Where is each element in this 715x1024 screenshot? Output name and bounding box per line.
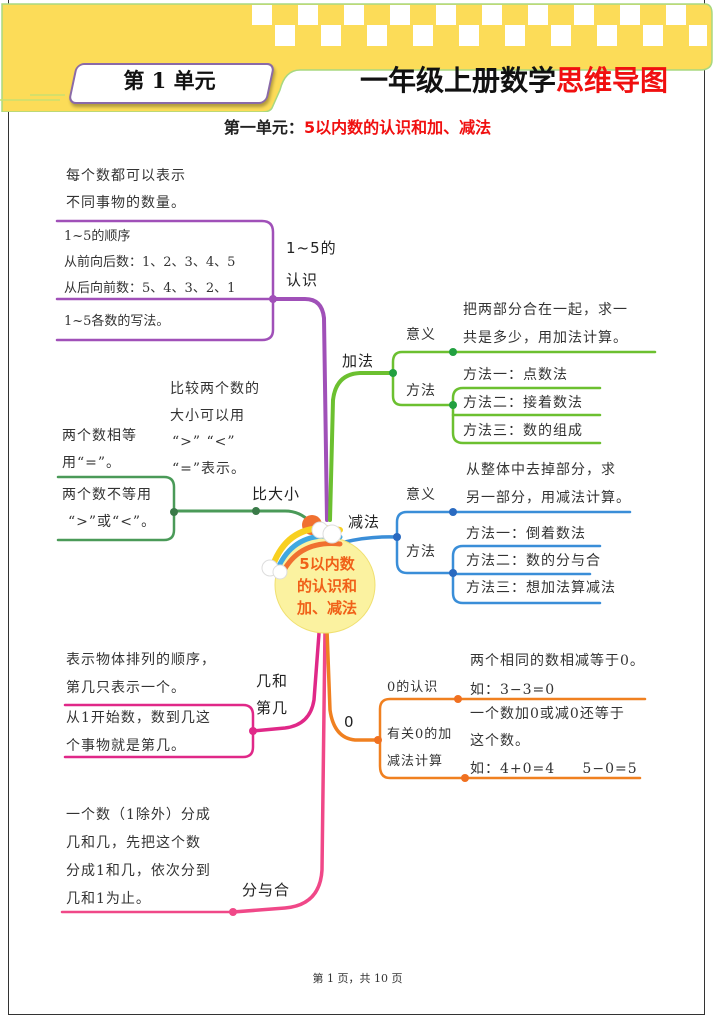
subtraction-meaning-label: 意义 bbox=[406, 487, 436, 503]
branch-label-ordinal: 几和 bbox=[256, 672, 289, 690]
title-black: 一年级上册数学 bbox=[360, 64, 557, 97]
center-topic: 5以内数 的认识和 加、减法 bbox=[272, 553, 382, 619]
ordinal-item: 个事物就是第几。 bbox=[66, 738, 186, 754]
title-red: 思维导图 bbox=[556, 64, 669, 97]
ordinal-item: 第几只表示一个。 bbox=[66, 680, 186, 696]
subtitle-red: 5以内数的认识和加、减法 bbox=[303, 118, 492, 137]
split-item: 几和1为止。 bbox=[66, 891, 151, 907]
zero-calc: 这个数。 bbox=[470, 733, 530, 749]
ordinal-item: 从1开始数，数到几这 bbox=[66, 710, 211, 726]
recognize-note: 每个数都可以表示 bbox=[66, 168, 186, 184]
split-item: 一个数（1除外）分成 bbox=[66, 807, 211, 823]
recognize-item: 从后向前数：5、4、3、2、1 bbox=[64, 281, 236, 296]
center-line: 的认识和 bbox=[296, 577, 357, 595]
branch-label-recognize: 认识 bbox=[286, 271, 319, 289]
center-line: 5以内数 bbox=[299, 555, 355, 573]
compare-unequal: 两个数不等用 bbox=[62, 487, 152, 503]
addition-method-label: 方法 bbox=[406, 383, 436, 399]
compare-note: 比较两个数的 bbox=[170, 381, 260, 397]
subtitle: 第一单元：5以内数的认识和加、减法 bbox=[0, 118, 715, 138]
zero-recognize-label: 0的认识 bbox=[387, 680, 439, 695]
branch-label-split: 分与合 bbox=[242, 881, 291, 899]
branch-label-recognize: 1~5的 bbox=[286, 239, 337, 257]
subtraction-method-label: 方法 bbox=[406, 544, 436, 560]
branch-recognize-lines bbox=[55, 219, 329, 522]
addition-meaning: 共是多少，用加法计算。 bbox=[463, 330, 628, 346]
addition-method: 方法二：接着数法 bbox=[463, 395, 583, 411]
subtraction-meaning: 另一部分，用减法计算。 bbox=[466, 490, 631, 506]
zero-calc-label: 有关0的加 bbox=[387, 727, 453, 742]
subtraction-method: 方法二：数的分与合 bbox=[466, 553, 601, 569]
subtraction-meaning: 从整体中去掉部分，求 bbox=[466, 462, 616, 478]
recognize-item: 1~5的顺序 bbox=[64, 229, 131, 244]
addition-meaning: 把两部分合在一起，求一 bbox=[463, 302, 628, 318]
node-recognize bbox=[269, 295, 277, 303]
subtitle-black: 第一单元： bbox=[223, 118, 304, 137]
compare-note: “=”表示。 bbox=[172, 461, 247, 477]
compare-unequal: “>”或“<”。 bbox=[68, 514, 157, 530]
page-border bbox=[8, 0, 705, 1015]
zero-calc: 一个数加0或减0还等于 bbox=[470, 706, 625, 722]
compare-equal: 用“=”。 bbox=[62, 455, 122, 471]
page-number: 第 1 页，共 10 页 bbox=[312, 972, 403, 985]
zero-calc: 如：4+0=4 5−0=5 bbox=[470, 761, 638, 777]
branch-label-ordinal: 第几 bbox=[256, 699, 289, 717]
recognize-item: 从前向后数：1、2、3、4、5 bbox=[64, 255, 236, 270]
center-cloud-icon bbox=[261, 515, 376, 634]
zero-recognize: 两个相同的数相减等于0。 bbox=[470, 653, 645, 669]
unit-tab-label: 第 1 单元 bbox=[123, 68, 216, 93]
zero-calc-label: 减法计算 bbox=[387, 754, 444, 769]
compare-note: 大小可以用 bbox=[170, 408, 245, 424]
subtraction-method: 方法三：想加法算减法 bbox=[466, 580, 616, 596]
compare-note: “>” “<” bbox=[172, 434, 236, 450]
branch-label-addition: 加法 bbox=[342, 352, 375, 370]
branch-label-compare: 比大小 bbox=[252, 485, 301, 503]
addition-method: 方法三：数的组成 bbox=[463, 423, 583, 439]
page-title: 一年级上册数学思维导图 bbox=[360, 63, 668, 99]
branch-label-subtraction: 减法 bbox=[348, 513, 381, 531]
split-item: 分成1和几，依次分到 bbox=[66, 863, 211, 879]
ordinal-item: 表示物体排列的顺序， bbox=[66, 652, 216, 668]
addition-method: 方法一：点数法 bbox=[463, 367, 568, 383]
compare-equal: 两个数相等 bbox=[62, 428, 137, 444]
branch-label-zero: 0 bbox=[344, 713, 355, 731]
center-line: 加、减法 bbox=[296, 599, 357, 617]
zero-recognize: 如：3−3=0 bbox=[470, 682, 556, 698]
recognize-note: 不同事物的数量。 bbox=[66, 195, 186, 211]
addition-meaning-label: 意义 bbox=[406, 327, 436, 343]
subtraction-method: 方法一：倒着数法 bbox=[466, 526, 586, 542]
recognize-item: 1~5各数的写法。 bbox=[64, 314, 170, 329]
split-item: 几和几，先把这个数 bbox=[66, 835, 201, 851]
